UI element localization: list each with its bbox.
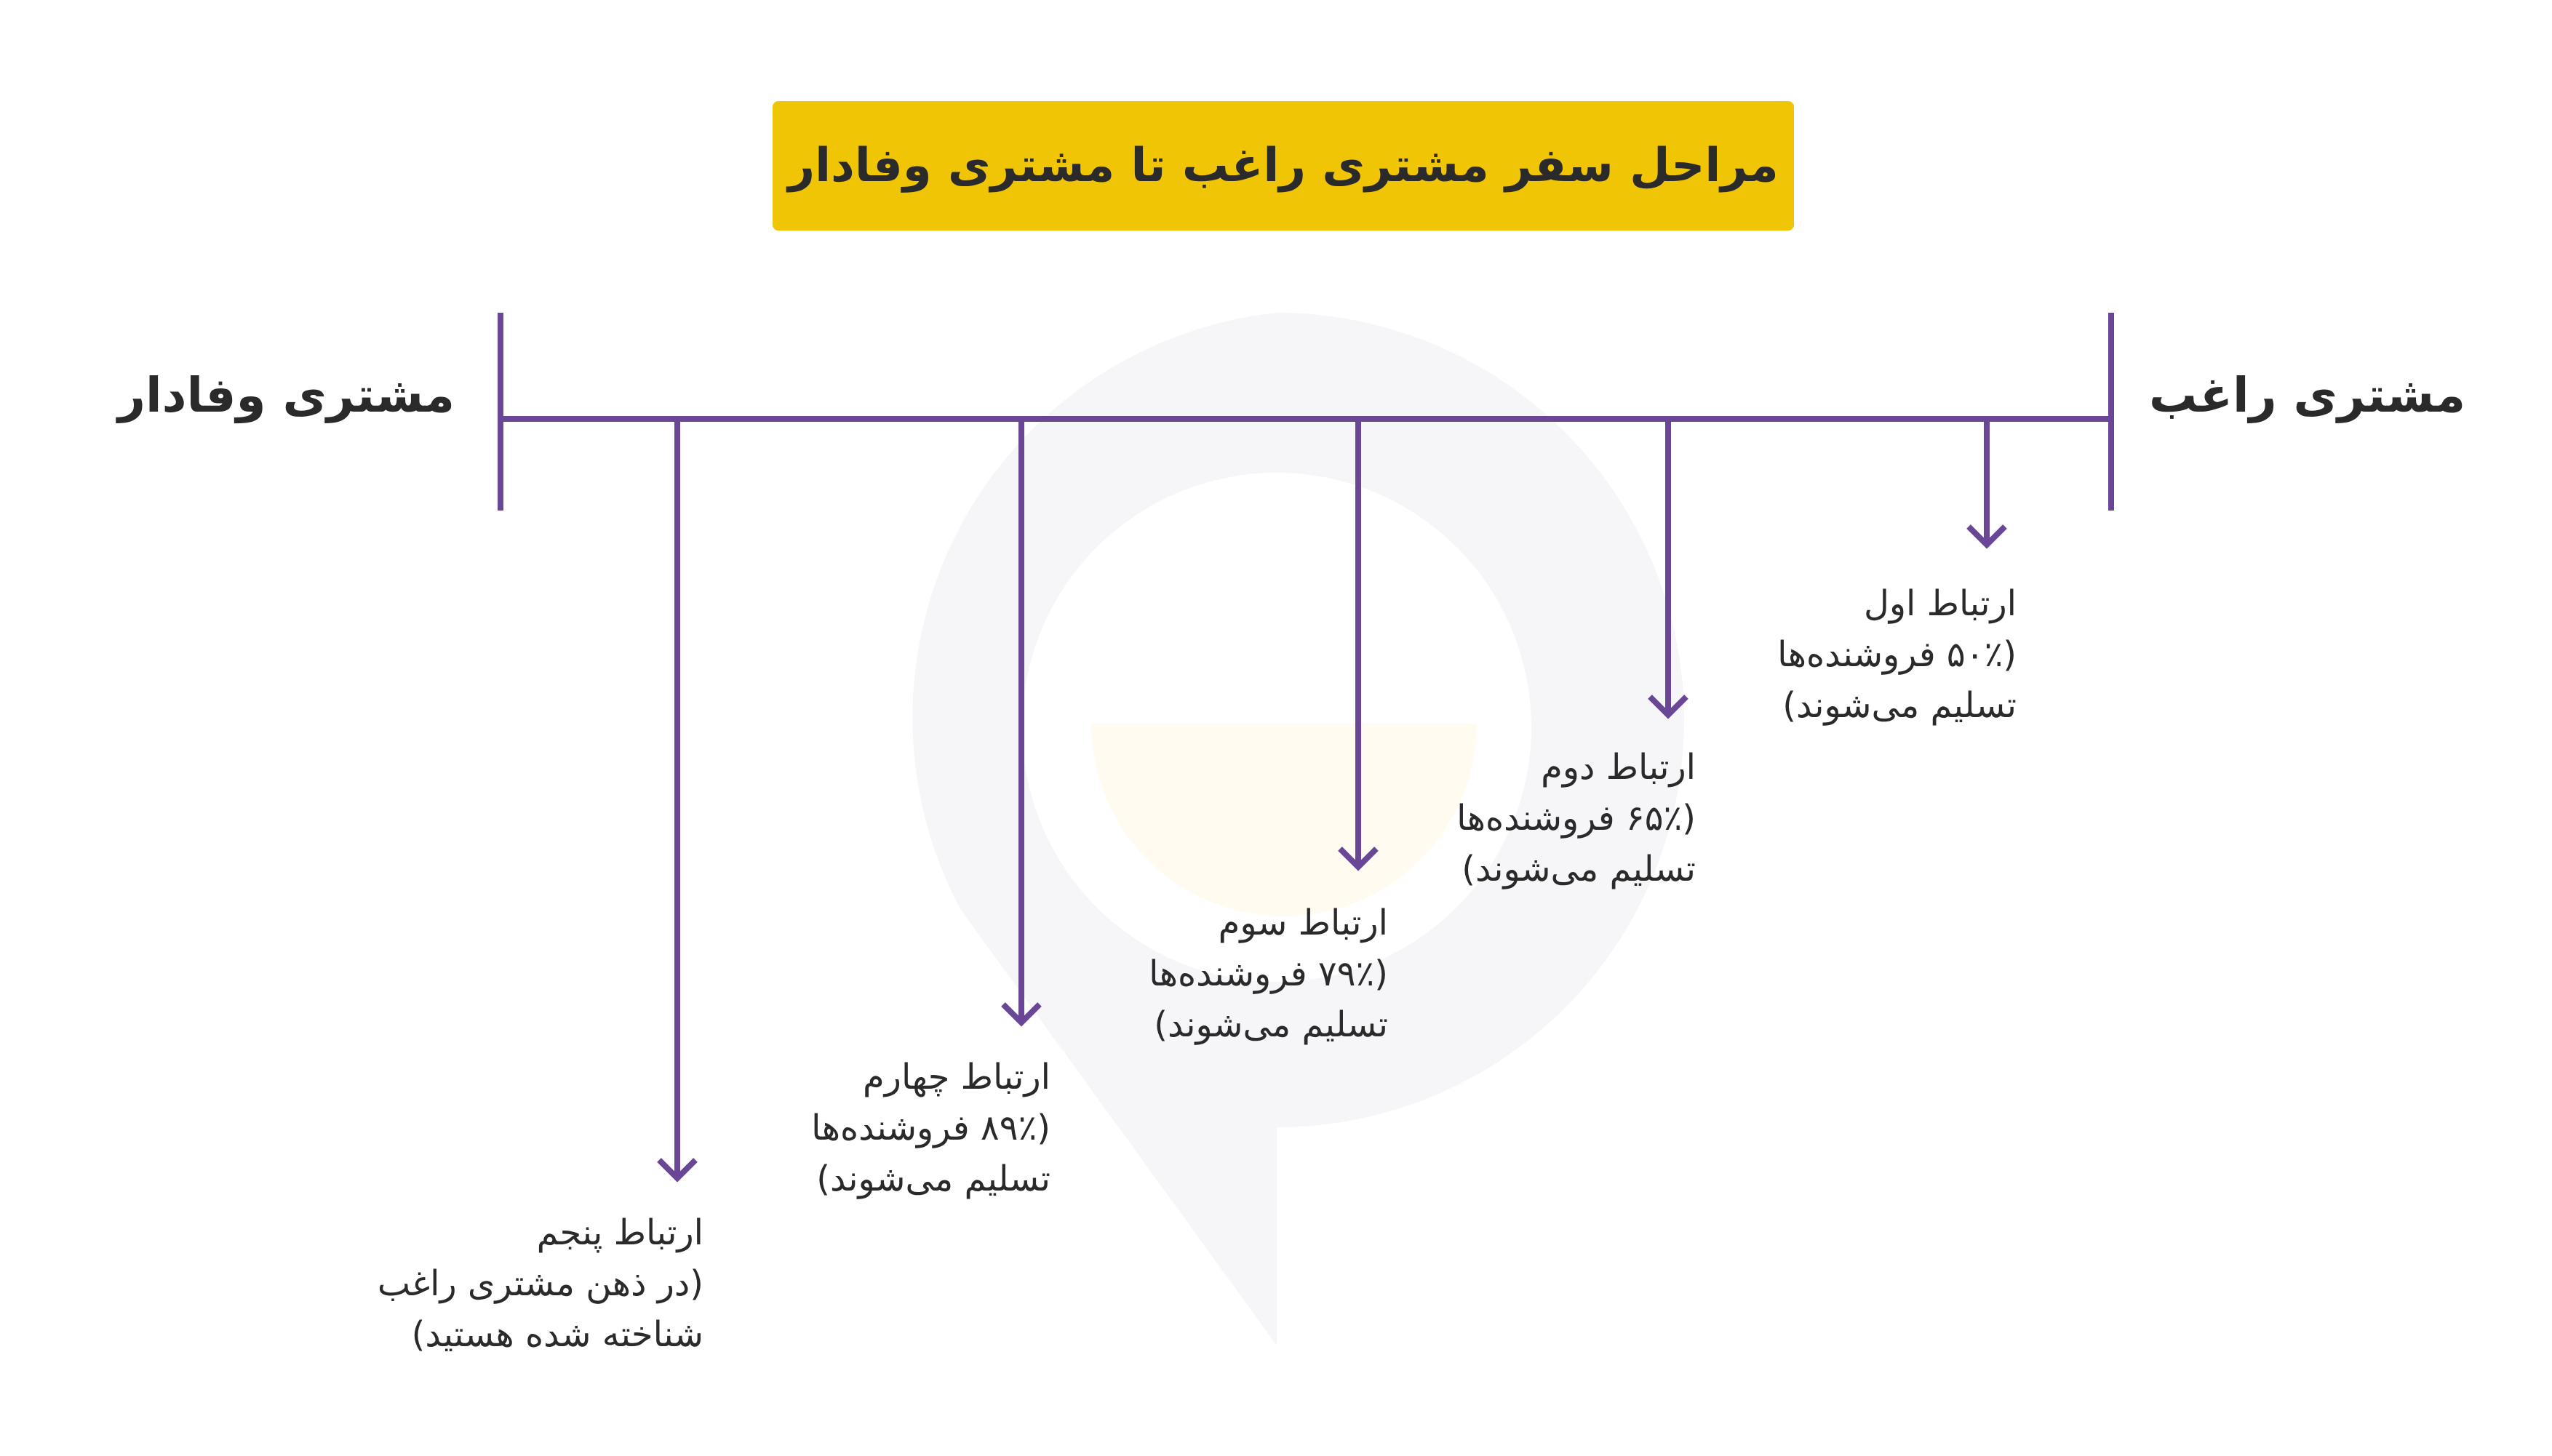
stage-title: ارتباط سوم (1218, 903, 1388, 943)
stage-5-text: ارتباط پنجم (در ذهن مشتری راغب شناخته شد… (378, 1207, 703, 1360)
stage-title: ارتباط اول (1863, 583, 2017, 624)
stage-detail: تسلیم می‌شوند) (1154, 1004, 1388, 1045)
stage-detail: تسلیم می‌شوند) (1782, 685, 2017, 726)
stage-detail: تسلیم می‌شوند) (816, 1159, 1050, 1199)
arrow-stage-5 (657, 419, 698, 1183)
arrow-stage-2 (1648, 419, 1688, 719)
arrow-stage-3 (1338, 419, 1379, 871)
title-banner: مراحل سفر مشتری راغب تا مشتری وفادار (773, 101, 1794, 231)
stage-title: ارتباط دوم (1541, 747, 1696, 788)
stage-detail: (۵۰٪ فروشنده‌ها (1777, 634, 2017, 675)
stage-detail: (۷۹٪ فروشنده‌ها (1149, 953, 1388, 994)
stage-detail: شناخته شده هستید) (411, 1314, 703, 1355)
stage-detail: (۶۵٪ فروشنده‌ها (1456, 798, 1696, 839)
stage-detail: (در ذهن مشتری راغب (377, 1263, 703, 1304)
stage-3-text: ارتباط سوم (۷۹٪ فروشنده‌ها تسلیم می‌شوند… (1149, 897, 1388, 1050)
page-title: مراحل سفر مشتری راغب تا مشتری وفادار (788, 139, 1779, 193)
end-label: مشتری وفادار (118, 367, 455, 423)
stage-2-text: ارتباط دوم (۶۵٪ فروشنده‌ها تسلیم می‌شوند… (1456, 742, 1696, 895)
stage-title: ارتباط پنجم (536, 1212, 703, 1253)
stage-title: ارتباط چهارم (863, 1057, 1050, 1097)
stage-4-text: ارتباط چهارم (۸۹٪ فروشنده‌ها تسلیم می‌شو… (811, 1052, 1050, 1204)
arrow-stage-1 (1966, 419, 2007, 549)
stage-detail: تسلیم می‌شوند) (1462, 849, 1696, 889)
start-label: مشتری راغب (2149, 367, 2466, 423)
stage-1-text: ارتباط اول (۵۰٪ فروشنده‌ها تسلیم می‌شوند… (1777, 578, 2017, 731)
stage-detail: (۸۹٪ فروشنده‌ها (811, 1108, 1050, 1148)
arrow-stage-4 (1001, 419, 1042, 1027)
